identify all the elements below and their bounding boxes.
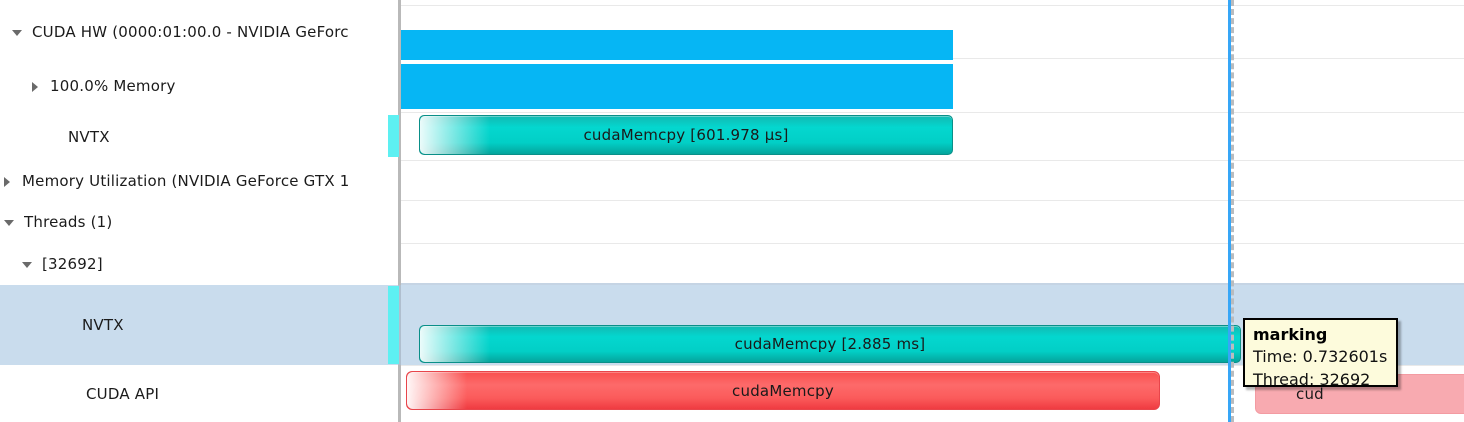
chevron-down-icon[interactable] <box>20 257 34 271</box>
tree-row-label: Threads (1) <box>24 213 113 231</box>
tree-row-label: Memory Utilization (NVIDIA GeForce GTX 1 <box>22 171 350 190</box>
tree-row-label: NVTX <box>68 127 110 146</box>
nvtx-thread-edge-marker <box>388 286 399 364</box>
timeline-row-separator <box>401 5 1464 6</box>
tree-row-label: NVTX <box>82 316 124 334</box>
tree-row-nvtx-hw[interactable]: NVTX <box>0 113 398 160</box>
tooltip-time: Time: 0.732601s <box>1253 347 1388 366</box>
no-chevron-spacer <box>64 387 78 401</box>
timeline-row-separator <box>401 112 1464 113</box>
tooltip-thread: Thread: 32692 <box>1253 370 1371 389</box>
timeline-row-separator <box>401 243 1464 244</box>
no-chevron-spacer <box>60 318 74 332</box>
tooltip-title: marking <box>1253 325 1328 344</box>
tree-row-memory-utilization[interactable]: Memory Utilization (NVIDIA GeForce GTX 1 <box>0 161 398 200</box>
timeline-canvas[interactable]: cudaMemcpy [601.978 µs] cudaMemcpy [2.885… <box>401 0 1464 422</box>
chevron-right-icon[interactable] <box>28 79 42 93</box>
tree-row-cuda-hw[interactable]: CUDA HW (0000:01:00.0 - NVIDIA GeForc <box>0 6 398 58</box>
tree-row-label: CUDA HW (0000:01:00.0 - NVIDIA GeForc <box>32 23 349 41</box>
tree-row-thread-32692[interactable]: [32692] <box>0 244 398 284</box>
tree-row-cuda-api[interactable]: CUDA API <box>0 366 398 422</box>
chevron-down-icon[interactable] <box>10 25 24 39</box>
nvtx-hw-edge-marker <box>388 115 399 157</box>
tree-row-memory[interactable]: 100.0% Memory <box>0 59 398 112</box>
timeline-tree-panel[interactable]: CUDA HW (0000:01:00.0 - NVIDIA GeForc 100… <box>0 0 398 422</box>
no-chevron-spacer <box>46 130 60 144</box>
nvtx-hw-bar[interactable]: cudaMemcpy [601.978 µs] <box>419 115 953 155</box>
timeline-cursor-dashed-line <box>1231 0 1234 422</box>
memory-bar-2[interactable] <box>401 64 953 109</box>
timeline-row-separator <box>401 284 1464 285</box>
marking-tooltip: marking Time: 0.732601s Thread: 32692 <box>1243 318 1398 389</box>
bar-label: cudaMemcpy [2.885 ms] <box>734 335 926 353</box>
panel-splitter[interactable] <box>398 0 401 422</box>
memory-bar-1[interactable] <box>401 30 953 60</box>
chevron-right-icon[interactable] <box>0 174 14 188</box>
chevron-down-icon[interactable] <box>2 215 16 229</box>
splitter-selected-segment <box>398 285 401 365</box>
timeline-row-separator <box>401 365 1464 366</box>
cuda-api-bar[interactable]: cudaMemcpy <box>406 371 1160 410</box>
tree-row-threads[interactable]: Threads (1) <box>0 201 398 243</box>
bar-label: cud <box>1296 385 1324 403</box>
bar-label: cudaMemcpy [601.978 µs] <box>583 126 789 144</box>
tree-row-label: CUDA API <box>86 385 160 403</box>
timeline-cursor-line[interactable] <box>1228 0 1231 422</box>
nvtx-thread-bar[interactable]: cudaMemcpy [2.885 ms] <box>419 325 1241 363</box>
timeline-row-separator <box>401 160 1464 161</box>
timeline-row-separator <box>401 200 1464 201</box>
tree-row-label: 100.0% Memory <box>50 76 176 95</box>
tree-row-label: [32692] <box>42 255 103 273</box>
timeline-row-separator <box>401 283 1464 284</box>
bar-label: cudaMemcpy <box>732 381 834 400</box>
tree-row-nvtx-thread[interactable]: NVTX <box>0 285 398 365</box>
